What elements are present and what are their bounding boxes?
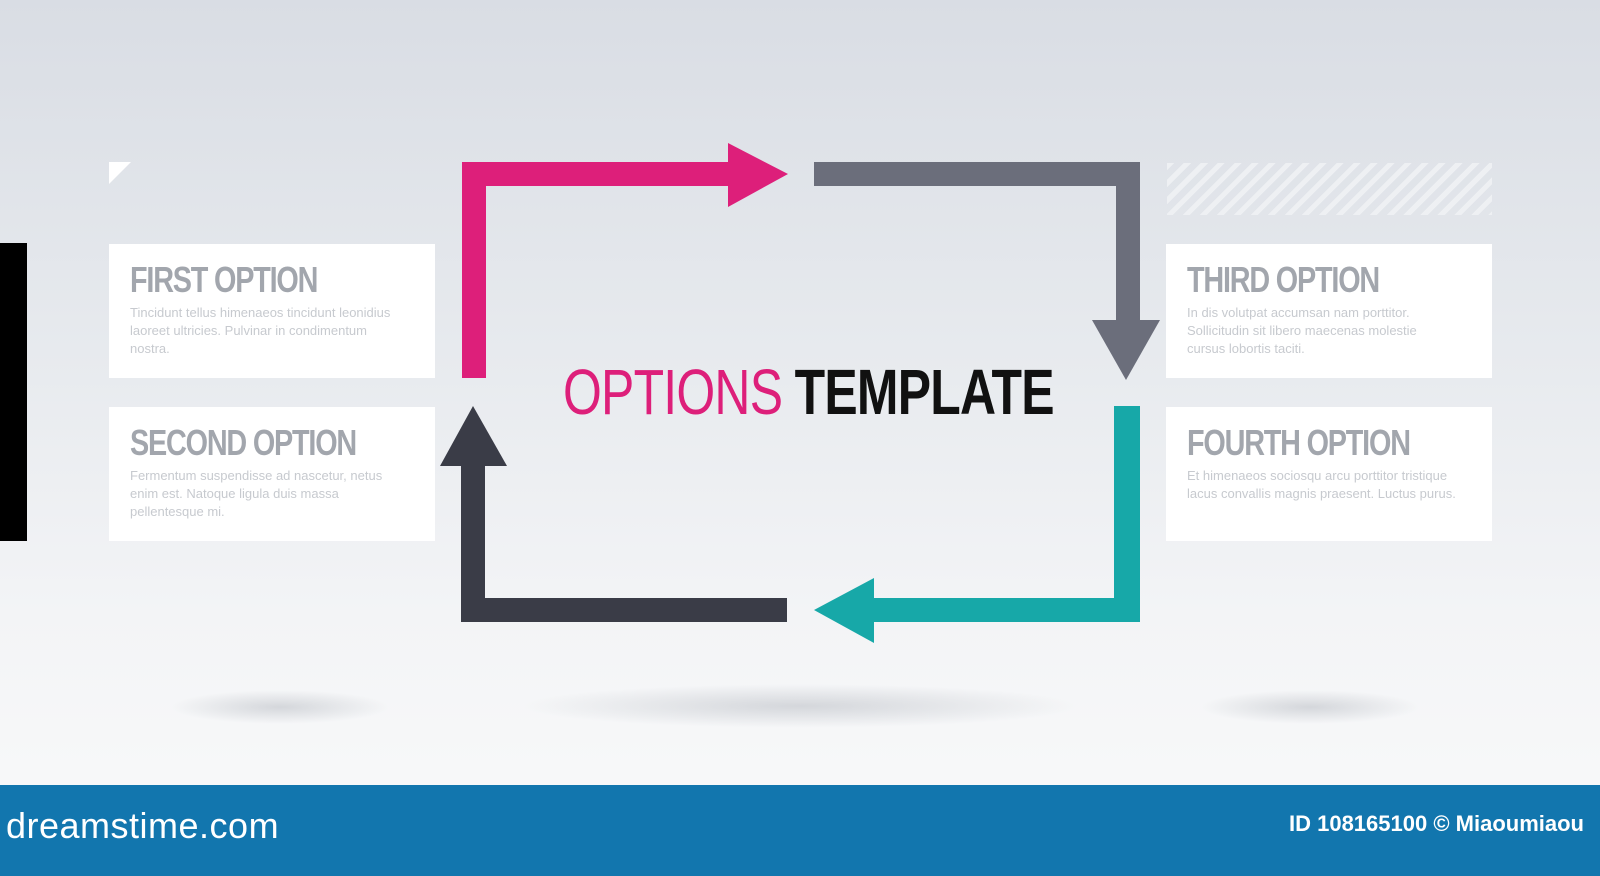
second-arrow — [440, 406, 787, 622]
first-arrow-vertical — [462, 162, 486, 378]
first-arrow-head — [728, 143, 788, 207]
fourth-option-card: FOURTH OPTION Et himenaeos sociosqu arcu… — [1166, 407, 1492, 541]
third-arrow — [814, 162, 1160, 380]
third-option-card: THIRD OPTION In dis volutpat accumsan na… — [1166, 244, 1492, 378]
first-arrow — [462, 143, 788, 378]
right-floor-shadow — [1200, 690, 1420, 724]
footer-image-id: ID 108165100 © Miaoumiaou — [1288, 811, 1584, 836]
second-option-card: SECOND OPTION Fermentum suspendisse ad n… — [109, 407, 435, 541]
corner-triangle-decoration — [109, 162, 131, 184]
third-option-title: THIRD OPTION — [1187, 259, 1380, 300]
watermark-footer-bar: dreamstime.com ID 108165100 © Miaoumiaou — [0, 785, 1600, 876]
fourth-arrow-head — [814, 578, 874, 643]
first-option-card: FIRST OPTION Tincidunt tellus himenaeos … — [109, 244, 435, 378]
fourth-arrow — [814, 406, 1140, 643]
second-arrow-vertical — [461, 460, 485, 622]
third-arrow-head — [1092, 320, 1160, 380]
first-option-title: FIRST OPTION — [130, 259, 318, 300]
first-option-text: Tincidunt tellus himenaeos tincidunt leo… — [130, 305, 391, 356]
second-option-text: Fermentum suspendisse ad nascetur, netus… — [130, 468, 383, 519]
diagram-canvas: FIRST OPTION Tincidunt tellus himenaeos … — [0, 143, 1492, 728]
fourth-arrow-horizontal — [866, 598, 1140, 622]
hatch-pattern-decoration — [1167, 163, 1492, 215]
center-floor-shadow — [520, 684, 1080, 728]
headline-template-word: TEMPLATE — [794, 356, 1055, 428]
headline-options-word: OPTIONS — [563, 356, 783, 428]
left-edge-bar — [0, 243, 27, 541]
fourth-arrow-vertical — [1114, 406, 1140, 622]
third-arrow-vertical — [1116, 162, 1140, 326]
first-arrow-horizontal — [462, 162, 734, 186]
third-option-text: In dis volutpat accumsan nam porttitor. … — [1187, 305, 1417, 356]
left-floor-shadow — [170, 690, 390, 724]
second-arrow-horizontal — [461, 598, 787, 622]
fourth-option-text: Et himenaeos sociosqu arcu porttitor tri… — [1187, 468, 1456, 501]
cycle-arrows — [440, 143, 1160, 643]
second-option-title: SECOND OPTION — [130, 422, 357, 463]
fourth-option-title: FOURTH OPTION — [1187, 422, 1411, 463]
footer-brand: dreamstime.com — [6, 805, 280, 846]
third-arrow-horizontal — [814, 162, 1140, 186]
second-arrow-head — [440, 406, 507, 466]
